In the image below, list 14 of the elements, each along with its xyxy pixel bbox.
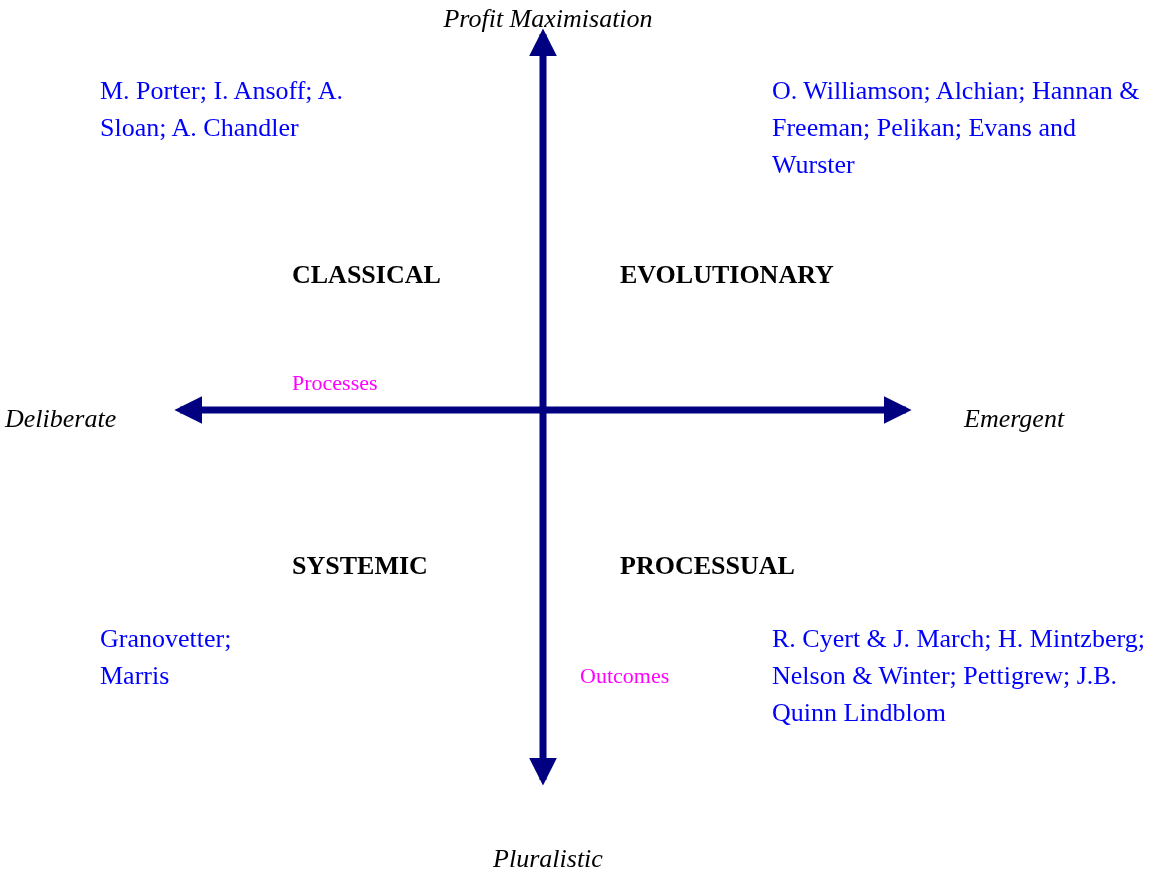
axis-annotation: Processes [292, 369, 378, 397]
author-list: Granovetter; Marris [100, 620, 275, 694]
axis-label: Profit Maximisation [443, 3, 653, 35]
axis-label: Deliberate [5, 403, 117, 435]
author-list: M. Porter; I. Ansoff; A. Sloan; A. Chandler [100, 72, 400, 146]
author-list: R. Cyert & J. March; H. Mintzberg; Nelson & Winter; Pettigrew; J.B. Quinn Lindblom [772, 620, 1155, 731]
quadrant-title: SYSTEMIC [292, 550, 428, 582]
axis-label: Pluralistic [493, 843, 603, 875]
axis-label: Emergent [964, 403, 1065, 435]
author-list: O. Williamson; Alchian; Hannan & Freeman; Pelikan; Evans and Wurster [772, 72, 1152, 183]
quadrant-title: EVOLUTIONARY [620, 259, 834, 291]
quadrant-title: PROCESSUAL [620, 550, 795, 582]
quadrant-title: CLASSICAL [292, 259, 441, 291]
axis-annotation: Outcomes [580, 662, 670, 690]
